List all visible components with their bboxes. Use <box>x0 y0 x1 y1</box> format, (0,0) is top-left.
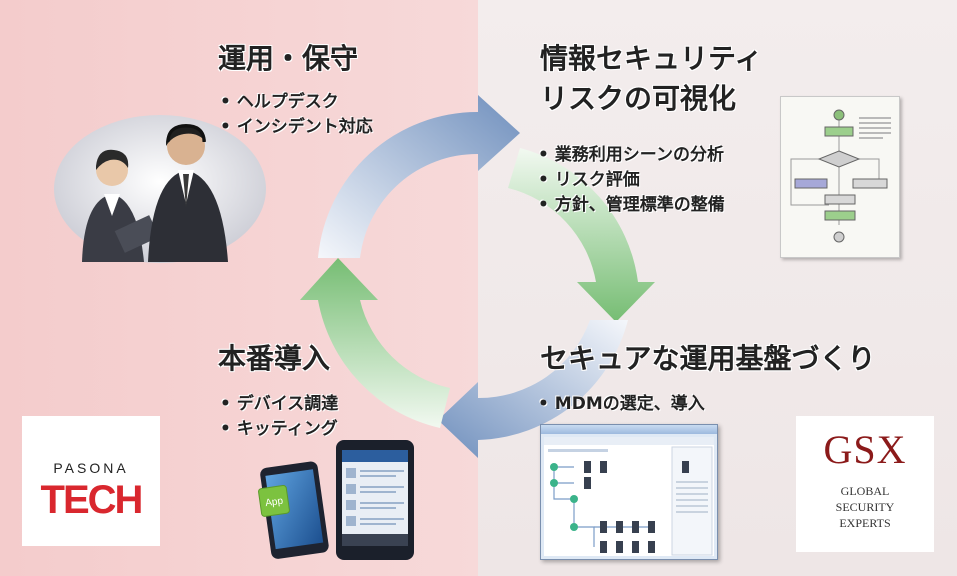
gsx-logo: GSX GLOBAL SECURITY EXPERTS <box>796 416 934 552</box>
risk-title-line2: リスクの可視化 <box>540 82 737 115</box>
gsx-logo-line4: EXPERTS <box>839 516 891 530</box>
pasona-logo-line1: PASONA <box>53 460 129 476</box>
app-badge-label: App <box>265 496 285 509</box>
smartphones-icon: App <box>258 440 414 560</box>
list-item: 方針、管理標準の整備 <box>538 193 725 218</box>
list-item: ヘルプデスク <box>220 90 373 115</box>
deployment-bullets: デバイス調達 キッティング <box>220 392 339 442</box>
list-item: デバイス調達 <box>220 392 339 417</box>
operations-title: 運用・保守 <box>218 42 359 75</box>
list-item: インシデント対応 <box>220 115 373 140</box>
risk-title-line1: 情報セキュリティ <box>540 42 763 75</box>
headset-operators-icon <box>54 115 266 263</box>
arrow-top <box>318 95 520 258</box>
operations-bullets: ヘルプデスク インシデント対応 <box>220 90 373 140</box>
gsx-logo-title: GSX <box>823 427 907 472</box>
gsx-logo-line3: SECURITY <box>835 500 895 514</box>
arrow-left <box>300 258 450 428</box>
list-item: キッティング <box>220 417 338 442</box>
platform-bullets: MDMの選定、導入 <box>538 392 705 417</box>
risk-bullets: 業務利用シーンの分析 リスク評価 方針、管理標準の整備 <box>538 143 725 218</box>
mdm-console-icon <box>540 424 718 560</box>
list-item: リスク評価 <box>538 168 725 193</box>
arrow-bottom <box>438 320 628 458</box>
list-item: MDMの選定、導入 <box>538 392 705 417</box>
flowchart-document-icon <box>780 96 900 258</box>
pasona-logo-line2: TECH <box>40 478 144 522</box>
platform-title: セキュアな運用基盤づくり <box>540 342 876 375</box>
gsx-logo-line2: GLOBAL <box>840 484 890 498</box>
pasona-tech-logo: PASONA TECH <box>22 416 160 546</box>
list-item: 業務利用シーンの分析 <box>538 143 725 168</box>
deployment-title: 本番導入 <box>218 342 331 375</box>
